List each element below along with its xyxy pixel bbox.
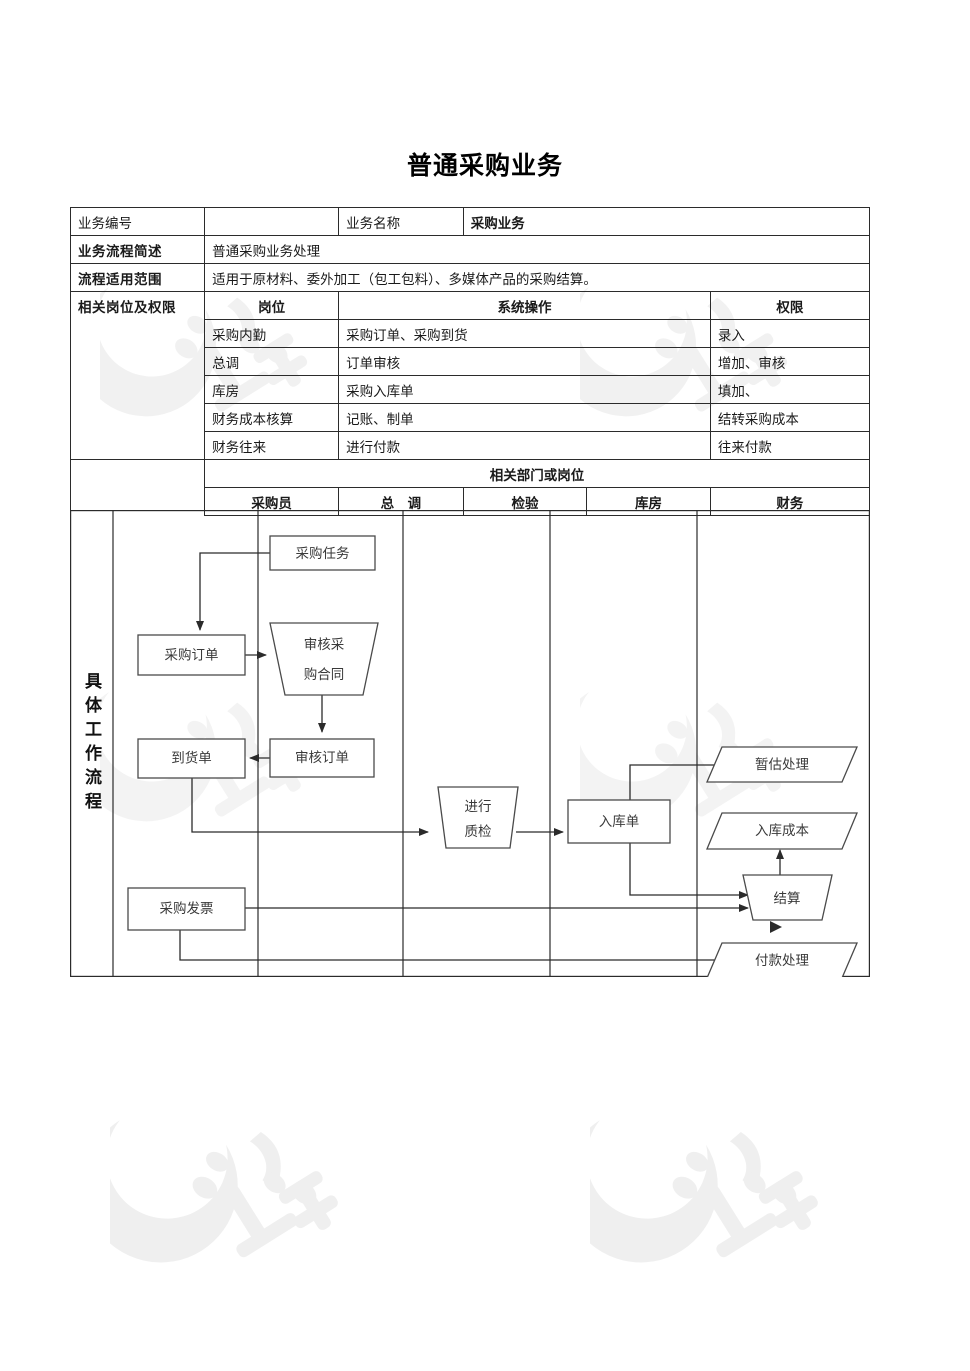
value-business-number	[204, 207, 340, 236]
page-title: 普通采购业务	[406, 151, 563, 180]
cell-post: 总调	[204, 347, 340, 376]
node-purchase-task: 采购任务	[269, 535, 376, 571]
svg-text:质检: 质检	[465, 824, 492, 840]
svg-text:购合同: 购合同	[304, 667, 345, 683]
cell-post: 财务往来	[204, 431, 340, 460]
svg-text:到货单: 到货单	[171, 750, 212, 767]
stray-arrow-marker	[770, 921, 782, 933]
label-business-name: 业务名称	[338, 207, 464, 236]
value-process-scope: 适用于原材料、委外加工（包工包料）、多媒体产品的采购结算。	[204, 263, 870, 292]
label-process-brief: 业务流程简述	[69, 235, 206, 264]
cell-permission: 增加、审核	[709, 347, 871, 376]
svg-text:入库成本: 入库成本	[755, 823, 809, 839]
svg-text:采购任务: 采购任务	[296, 546, 350, 562]
workflow-diagram: 采购任务 采购订单 审核采 购合同 审核订单 到货单 进行 质检	[70, 510, 870, 977]
col-header-permission: 权限	[709, 291, 871, 320]
label-process-scope: 流程适用范围	[69, 263, 206, 292]
col-header-post: 岗位	[204, 291, 340, 320]
table-row-business-number: 业务编号 业务名称 采购业务	[69, 207, 871, 236]
cell-operation: 采购入库单	[338, 375, 711, 404]
svg-text:采购订单: 采购订单	[165, 648, 219, 664]
cell-permission: 往来付款	[709, 431, 871, 460]
node-provisional-processing: 暂估处理	[706, 746, 858, 783]
node-quality-check: 进行 质检	[437, 786, 519, 849]
label-business-number: 业务编号	[69, 207, 206, 236]
node-purchase-invoice: 采购发票	[127, 887, 246, 931]
cell-permission: 填加、	[709, 375, 871, 404]
cell-operation: 记账、制单	[338, 403, 711, 432]
table-row-departments-title: 相关部门或岗位	[69, 459, 870, 488]
node-arrival-note: 到货单	[137, 738, 246, 779]
svg-text:采购发票: 采购发票	[160, 901, 214, 917]
node-audit-order: 审核订单	[269, 738, 375, 778]
col-header-operation: 系统操作	[338, 291, 711, 320]
svg-text:审核订单: 审核订单	[295, 750, 349, 766]
svg-text:付款处理: 付款处理	[755, 953, 809, 969]
cell-operation: 订单审核	[338, 347, 711, 376]
node-payment-processing: 付款处理	[706, 942, 858, 977]
cell-post: 采购内勤	[204, 319, 340, 348]
node-stock-in-cost: 入库成本	[706, 812, 858, 850]
svg-text:审核采: 审核采	[304, 637, 345, 653]
table-row-process-brief: 业务流程简述 普通采购业务处理	[69, 235, 870, 264]
cell-permission: 录入	[709, 319, 871, 348]
departments-title: 相关部门或岗位	[204, 459, 870, 488]
svg-text:暂估处理: 暂估处理	[755, 757, 809, 773]
node-settlement: 结算	[742, 874, 833, 921]
cell-operation: 进行付款	[338, 431, 711, 460]
spacer-cell	[69, 459, 206, 488]
watermark-bottom-left	[110, 975, 440, 1305]
cell-post: 库房	[204, 375, 340, 404]
label-roles-permissions: 相关岗位及权限	[69, 291, 206, 460]
node-purchase-order: 采购订单	[137, 634, 246, 676]
svg-text:结算: 结算	[774, 891, 801, 907]
node-warehouse-receipt: 入库单	[567, 799, 671, 844]
cell-permission: 结转采购成本	[709, 403, 871, 432]
table-row-roles-header: 相关岗位及权限 岗位 系统操作 权限	[69, 291, 871, 460]
table-row-role: 财务往来 进行付款 往来付款	[71, 431, 871, 460]
svg-text:入库单: 入库单	[599, 814, 640, 830]
business-info-table: 业务编号 业务名称 采购业务 业务流程简述 普通采购业务处理 流程适用范围 适用…	[69, 207, 871, 516]
value-business-name: 采购业务	[462, 207, 871, 236]
watermark-bottom-right	[590, 975, 920, 1305]
table-row-role: 财务成本核算 记账、制单 结转采购成本	[71, 403, 871, 432]
cell-operation: 采购订单、采购到货	[338, 319, 711, 348]
svg-text:进行: 进行	[465, 799, 492, 815]
node-audit-purchase-contract: 审核采 购合同	[269, 622, 379, 696]
cell-post: 财务成本核算	[204, 403, 340, 432]
table-row-process-scope: 流程适用范围 适用于原材料、委外加工（包工包料）、多媒体产品的采购结算。	[69, 263, 870, 292]
value-process-brief: 普通采购业务处理	[204, 235, 870, 264]
